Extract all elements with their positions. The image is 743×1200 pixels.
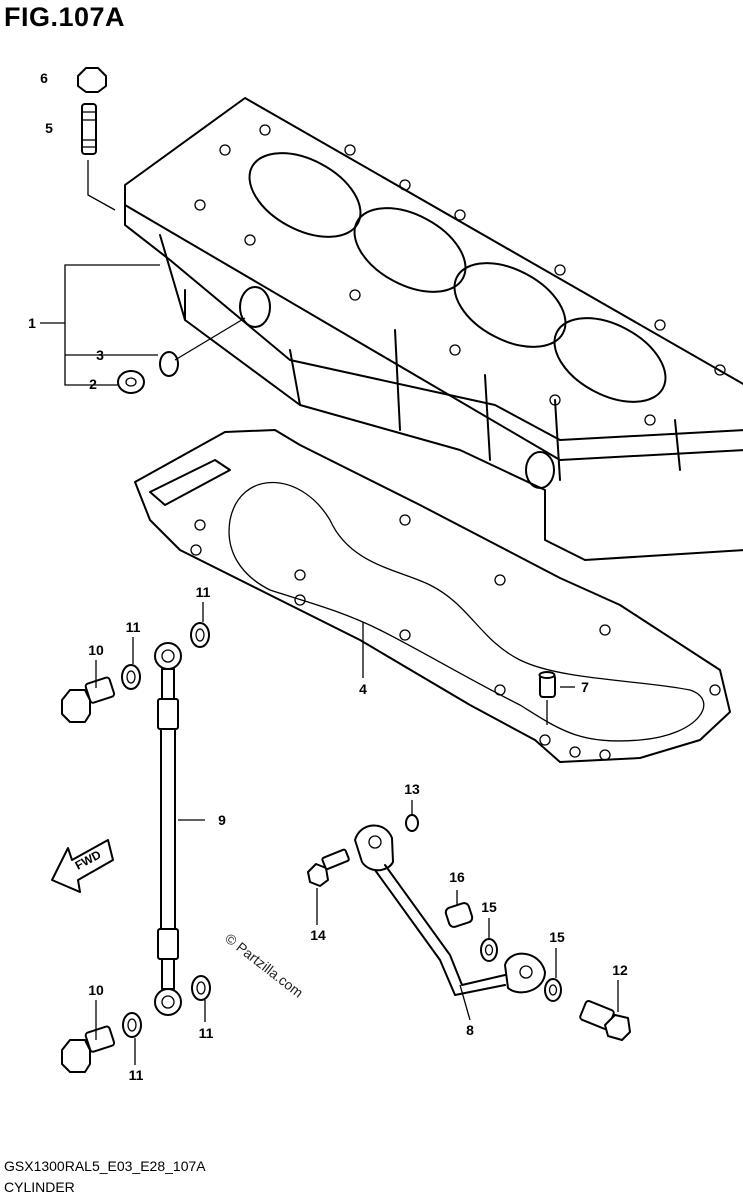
callout-10: 10 xyxy=(88,642,104,658)
plug-part-16 xyxy=(444,902,474,928)
callout-5: 5 xyxy=(45,120,53,136)
callout-16: 16 xyxy=(449,869,465,885)
callout-11: 11 xyxy=(128,1067,144,1083)
callout-11: 11 xyxy=(198,1025,214,1041)
callout-1: 1 xyxy=(28,315,36,331)
callout-4: 4 xyxy=(359,681,367,697)
callout-7: 7 xyxy=(581,679,589,695)
callout-6: 6 xyxy=(40,70,48,86)
callout-15: 15 xyxy=(549,929,565,945)
callout-10: 10 xyxy=(88,982,104,998)
plug-part-2 xyxy=(117,370,145,394)
dowel-part-7 xyxy=(538,671,556,698)
callout-9: 9 xyxy=(218,812,226,828)
figure-name: CYLINDER xyxy=(4,1179,75,1195)
bolt-part-14 xyxy=(307,848,350,887)
callout-3: 3 xyxy=(96,347,104,363)
figure-title: FIG.107A xyxy=(4,2,126,32)
leader-8 xyxy=(459,984,471,1021)
callout-11: 11 xyxy=(195,584,211,600)
fwd-arrow-icon xyxy=(51,839,114,893)
nut-part-6 xyxy=(77,67,107,93)
leader-group-1 xyxy=(40,264,160,386)
oring-part-13 xyxy=(405,814,419,832)
gasket-part-4 xyxy=(134,429,731,763)
callout-14: 14 xyxy=(310,927,326,943)
callout-15: 15 xyxy=(481,899,497,915)
oil-pipe-part-8 xyxy=(354,824,546,996)
figure-model-code: GSX1300RAL5_E03_E28_107A xyxy=(4,1158,206,1174)
union-bolt-part-10 xyxy=(61,676,116,1073)
oil-hose-part-9 xyxy=(154,642,182,1016)
callout-11: 11 xyxy=(125,619,141,635)
stud-part-5 xyxy=(81,103,97,155)
washer-part-11 xyxy=(121,622,211,1038)
washer-part-15 xyxy=(480,938,562,1002)
leader-3-assembly xyxy=(174,317,246,361)
union-bolt-part-12 xyxy=(579,1000,631,1041)
leader-5 xyxy=(87,160,116,211)
callout-2: 2 xyxy=(89,376,97,392)
callout-8: 8 xyxy=(466,1022,474,1038)
callout-12: 12 xyxy=(612,962,628,978)
callout-13: 13 xyxy=(404,781,420,797)
cylinder-block xyxy=(124,97,743,561)
oring-part-3 xyxy=(159,351,179,377)
